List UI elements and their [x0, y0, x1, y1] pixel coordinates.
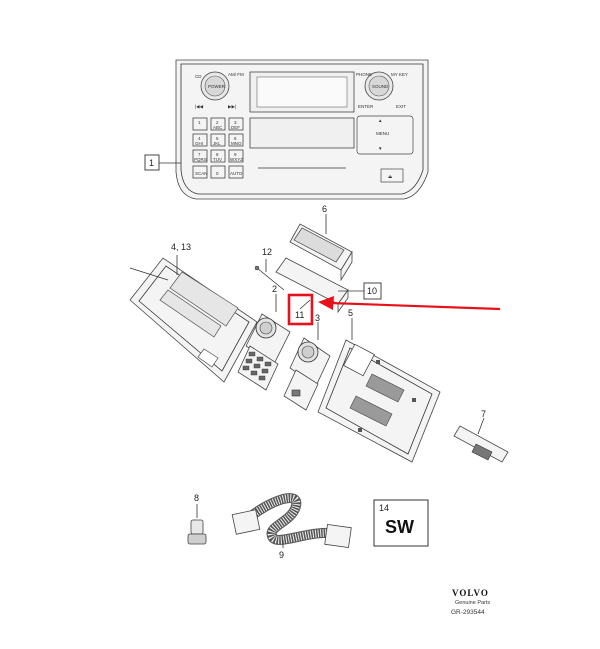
callout-9: 9	[279, 550, 284, 560]
callout-4-13: 4, 13	[171, 242, 191, 252]
svg-text:4: 4	[198, 136, 201, 141]
phone-label: PHONE	[356, 72, 372, 77]
sound-label: SOUND	[372, 84, 389, 89]
lower-display	[249, 117, 355, 149]
enter-label: ENTER	[358, 104, 374, 109]
bracket-part-10: 10	[275, 257, 382, 314]
svg-text:ABC: ABC	[213, 125, 223, 130]
callout-11-highlight: 11	[287, 293, 501, 326]
svg-text:▶▶|: ▶▶|	[228, 104, 236, 109]
svg-text:1: 1	[198, 120, 201, 125]
svg-text:|◀◀: |◀◀	[195, 104, 204, 109]
knob-keypad-part-2: 2	[237, 284, 291, 391]
eject-button	[380, 168, 404, 183]
svg-text:DEF: DEF	[231, 125, 240, 130]
callout-box-1	[144, 154, 160, 171]
software-label: SW	[385, 517, 414, 537]
eject-icon: ⏏	[388, 174, 393, 179]
drawing-reference: GR-293544	[451, 609, 485, 616]
volvo-logo: VOLVO	[452, 588, 489, 598]
menu-label: MENU	[376, 131, 389, 136]
callout-box-10	[363, 282, 382, 300]
callout-11: 11	[295, 310, 304, 320]
chassis-window	[343, 343, 375, 377]
svg-text:GHI: GHI	[195, 141, 203, 146]
my-key-label: MY KEY	[391, 72, 408, 77]
svg-text:AUTO: AUTO	[230, 171, 243, 176]
svg-text:MNO: MNO	[231, 141, 242, 146]
svg-text:0: 0	[216, 171, 219, 176]
screw-part-12: 12	[254, 247, 285, 291]
svg-text:9: 9	[234, 152, 237, 157]
highlight-box	[287, 293, 314, 326]
svg-text:8: 8	[216, 152, 219, 157]
callout-12: 12	[262, 247, 272, 257]
ribbon-cable-part-9: 9	[231, 493, 352, 560]
svg-text:TUV: TUV	[213, 157, 222, 162]
callout-8: 8	[194, 493, 199, 503]
svg-text:6: 6	[234, 136, 237, 141]
callout-10: 10	[367, 286, 377, 296]
knob-module-part-3: 3	[283, 313, 331, 411]
chassis-part-5: 5	[317, 308, 441, 463]
svg-text:5: 5	[216, 136, 219, 141]
menu-nav-pad	[356, 115, 414, 155]
connector-part-7: 7	[453, 409, 509, 463]
svg-text:JKL: JKL	[213, 141, 221, 146]
callout-2: 2	[272, 284, 277, 294]
software-part-14: 14 SW	[373, 499, 429, 547]
callout-5: 5	[348, 308, 353, 318]
highlight-arrow-icon	[318, 296, 334, 310]
svg-text:7: 7	[198, 152, 201, 157]
bulb-part-8: 8	[187, 493, 207, 545]
radio-control-panel: CD AM/ FM POWER |◀◀ ▶▶| PHONE MY KEY SOU…	[144, 59, 429, 200]
callout-1: 1	[149, 158, 154, 168]
am-fm-label: AM/ FM	[228, 72, 244, 77]
power-label: POWER	[208, 84, 226, 89]
callout-3: 3	[315, 313, 320, 323]
cd-label: CD	[195, 74, 202, 79]
svg-text:SCAN: SCAN	[195, 171, 208, 176]
svg-text:3: 3	[234, 120, 237, 125]
highlight-arrow-line	[329, 301, 501, 311]
genuine-parts-label: Genuine Parts	[455, 600, 490, 606]
exit-label: EXIT	[396, 104, 406, 109]
svg-text:▼: ▼	[378, 146, 382, 151]
svg-text:▲: ▲	[378, 118, 382, 123]
svg-text:PQRS: PQRS	[194, 157, 207, 162]
callout-14: 14	[379, 503, 389, 513]
software-box	[373, 499, 429, 547]
svg-text:WXYZ: WXYZ	[230, 157, 243, 162]
front-bezel-panel: 4, 13	[129, 242, 258, 383]
footer-branding: VOLVO Genuine Parts GR-293544	[451, 588, 490, 616]
display-module-part-6: 6	[289, 204, 353, 282]
callout-7: 7	[481, 409, 486, 419]
callout-6: 6	[322, 204, 327, 214]
svg-text:2: 2	[216, 120, 219, 125]
